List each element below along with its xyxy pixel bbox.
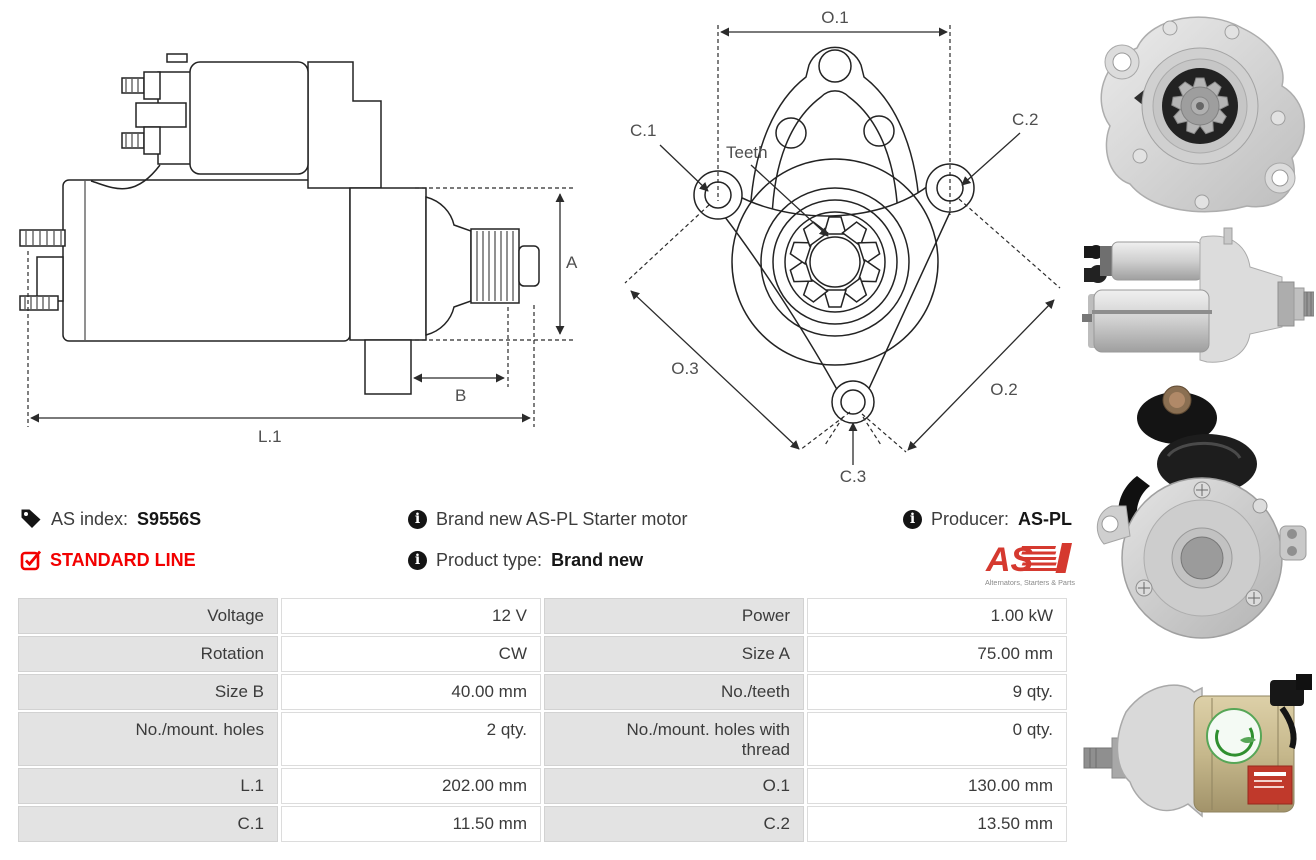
spec-label: No./mount. holes — [18, 712, 278, 766]
spec-label: Size A — [544, 636, 804, 672]
spec-table: Voltage 12 V Power 1.00 kW Rotation CW S… — [18, 598, 1067, 844]
as-index-value: S9556S — [137, 508, 202, 529]
spec-value: 0 qty. — [807, 712, 1067, 766]
spec-value: 2 qty. — [281, 712, 541, 766]
side-view-svg: A B L.1 — [19, 53, 578, 446]
spec-value: 11.50 mm — [281, 806, 541, 842]
product-type-row: i Product type: Brand new — [408, 547, 643, 573]
motor-body-outline — [62, 179, 351, 342]
info-icon: i — [903, 509, 922, 529]
teeth-label: Teeth — [726, 143, 768, 162]
spec-label: C.2 — [544, 806, 804, 842]
tag-icon — [21, 509, 41, 528]
spec-value: 130.00 mm — [807, 768, 1067, 804]
dimension-b: B — [413, 307, 509, 405]
spec-row: No./mount. holes 2 qty. No./mount. holes… — [18, 712, 1067, 766]
info-icon: i — [408, 509, 427, 529]
solenoid-wire — [90, 164, 161, 190]
info-icon: i — [408, 550, 427, 570]
dim-label-c2: C.2 — [1012, 110, 1038, 129]
dimension-a: A — [415, 187, 578, 341]
dim-label-c1: C.1 — [630, 121, 656, 140]
spec-label: C.1 — [18, 806, 278, 842]
dimension-c2: C.2 — [961, 110, 1038, 186]
dim-label-o3: O.3 — [671, 359, 698, 378]
spec-label: Rotation — [18, 636, 278, 672]
mount-hole-c3 — [840, 389, 866, 415]
checkbox-icon — [20, 550, 42, 570]
dim-label-b: B — [455, 386, 466, 405]
technical-drawing-front-view: O.1 C.1 C.2 Teeth O.3 O.2 C.3 — [600, 5, 1080, 493]
spec-label: Voltage — [18, 598, 278, 634]
photo-side-view-svg — [1082, 227, 1314, 363]
producer-row: i Producer: AS-PL — [903, 506, 1072, 532]
spec-value: 12 V — [281, 598, 541, 634]
product-photo-rear-view[interactable] — [1082, 376, 1314, 648]
dimension-o1: O.1 — [717, 8, 951, 215]
spec-label: L.1 — [18, 768, 278, 804]
photo-front-view-svg — [1100, 16, 1306, 213]
spec-row: L.1 202.00 mm O.1 130.00 mm — [18, 768, 1067, 804]
pinion-gear-photo — [1171, 77, 1229, 135]
drive-end-housing — [307, 61, 472, 395]
bell-housing-top — [749, 46, 921, 219]
spec-label: No./mount. holes with thread — [544, 712, 804, 766]
dimension-l1: L.1 — [27, 251, 535, 446]
spec-value: 9 qty. — [807, 674, 1067, 710]
as-index-label: AS index: — [51, 508, 129, 529]
photo-side-view-label-svg — [1083, 674, 1312, 818]
product-type-value: Brand new — [551, 549, 644, 570]
annotation-teeth: Teeth — [726, 143, 829, 237]
dim-label-o2: O.2 — [990, 380, 1017, 399]
logo-tagline: Alternators, Starters & Parts — [985, 580, 1076, 587]
dim-label-a: A — [566, 253, 578, 272]
spec-row: Size B 40.00 mm No./teeth 9 qty. — [18, 674, 1067, 710]
front-view-svg: O.1 C.1 C.2 Teeth O.3 O.2 C.3 — [624, 8, 1061, 486]
description-row: i Brand new AS-PL Starter motor — [408, 506, 687, 532]
as-index-row: AS index: S9556S — [20, 506, 201, 532]
spec-value: CW — [281, 636, 541, 672]
spec-row: Voltage 12 V Power 1.00 kW — [18, 598, 1067, 634]
as-pl-logo: AS Alternators, Starters & Parts — [984, 540, 1076, 588]
spec-row: C.1 11.50 mm C.2 13.50 mm — [18, 806, 1067, 842]
spec-value: 40.00 mm — [281, 674, 541, 710]
dimension-o2: O.2 — [861, 198, 1061, 453]
as-pl-logo-svg: AS Alternators, Starters & Parts — [985, 541, 1076, 587]
standard-line-row: STANDARD LINE — [20, 547, 196, 573]
spec-label: Power — [544, 598, 804, 634]
product-photo-side-view-label[interactable] — [1082, 652, 1314, 836]
spec-label: O.1 — [544, 768, 804, 804]
spec-label: No./teeth — [544, 674, 804, 710]
spec-value: 13.50 mm — [807, 806, 1067, 842]
standard-line-badge: STANDARD LINE — [50, 549, 196, 570]
dimension-c3: C.3 — [824, 416, 882, 486]
producer-label: Producer: — [931, 508, 1010, 529]
spec-value: 202.00 mm — [281, 768, 541, 804]
pinion-teeth — [789, 216, 881, 308]
photo-rear-view-svg — [1096, 385, 1307, 639]
producer-value: AS-PL — [1018, 508, 1073, 529]
spec-row: Rotation CW Size A 75.00 mm — [18, 636, 1067, 672]
spec-value: 1.00 kW — [807, 598, 1067, 634]
technical-drawing-side-view: A B L.1 — [15, 5, 590, 493]
terminal-studs — [19, 229, 66, 311]
product-type-label: Product type: — [436, 549, 543, 570]
spec-value: 75.00 mm — [807, 636, 1067, 672]
shaft-bore — [809, 236, 861, 288]
logo-text: AS — [985, 541, 1034, 579]
product-photo-side-view[interactable] — [1082, 222, 1314, 372]
pinion-front — [731, 158, 939, 366]
product-photo-front-view[interactable] — [1082, 6, 1314, 216]
spec-label: Size B — [18, 674, 278, 710]
product-description: Brand new AS-PL Starter motor — [436, 508, 688, 529]
dim-label-l1: L.1 — [258, 427, 282, 446]
dimension-c1: C.1 — [630, 121, 709, 192]
solenoid — [90, 53, 309, 190]
dim-label-c3: C.3 — [840, 467, 866, 486]
pinion-gear — [470, 228, 540, 304]
dim-label-o1: O.1 — [821, 8, 848, 27]
